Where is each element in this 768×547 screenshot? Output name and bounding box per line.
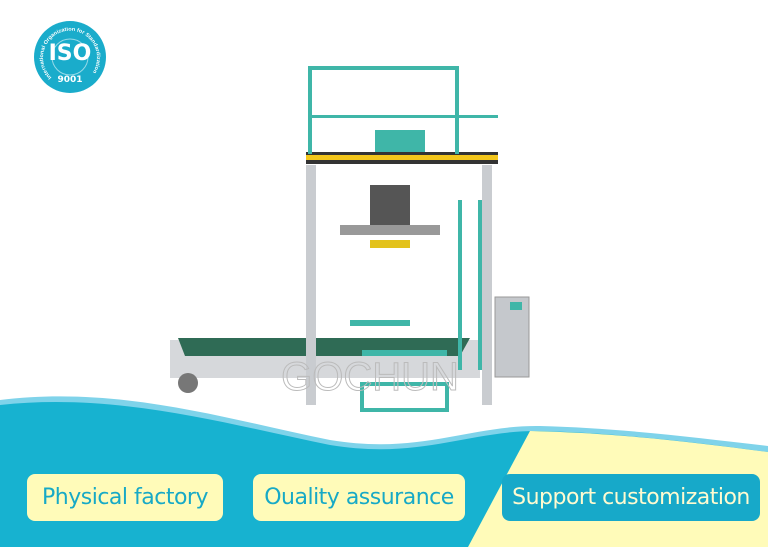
iso-9001-badge: International Organization for Standardi… bbox=[34, 21, 106, 93]
badge-ring: International Organization for Standardi… bbox=[39, 27, 101, 81]
quality-assurance-button[interactable]: Ouality assurance bbox=[253, 474, 465, 521]
globe-icon bbox=[51, 38, 89, 76]
badge-number: 9001 bbox=[57, 75, 83, 85]
physical-factory-button[interactable]: Physical factory bbox=[27, 474, 223, 521]
packing-machine-image: GOCHUN bbox=[170, 66, 530, 412]
support-customization-button[interactable]: Support customization bbox=[502, 474, 760, 521]
badge-title: ISO bbox=[48, 41, 92, 66]
watermark: GOCHUN bbox=[281, 355, 459, 399]
